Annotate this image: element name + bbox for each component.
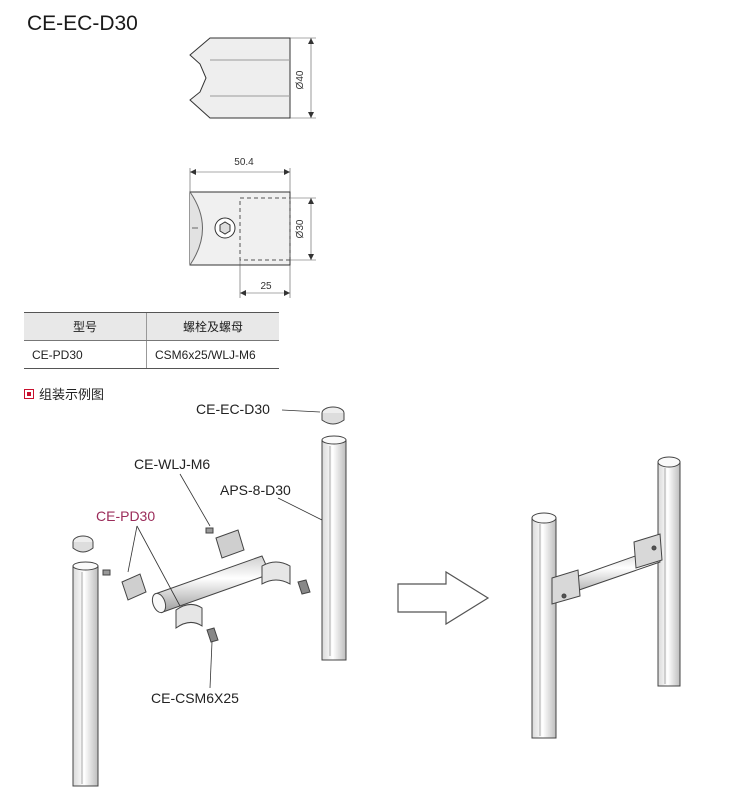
joint-parts	[102, 527, 311, 643]
dim-width: 50.4	[234, 157, 254, 168]
assembly-arrow	[397, 570, 490, 626]
bullet-icon	[24, 388, 34, 399]
table-header-bolt-nut: 螺栓及螺母	[146, 312, 279, 341]
cross-pipe	[151, 555, 271, 614]
end-cap-side-view	[189, 168, 316, 298]
end-cap-top-view	[189, 37, 316, 119]
dim-diameter-top: Ø40	[295, 70, 306, 89]
dim-depth: 25	[260, 281, 272, 292]
table-cell-bolt-nut: CSM6x25/WLJ-M6	[146, 340, 279, 369]
page-title: CE-EC-D30	[27, 12, 138, 35]
assembled-left-pipe	[531, 512, 557, 739]
label-bolt: CE-CSM6X25	[151, 690, 239, 706]
label-pipe: APS-8-D30	[220, 482, 291, 498]
table-row: CE-PD30 CSM6x25/WLJ-M6	[24, 340, 279, 369]
table-cell-model: CE-PD30	[24, 340, 147, 369]
section-title: 组装示例图	[39, 387, 105, 402]
label-end-cap: CE-EC-D30	[196, 401, 270, 417]
section-header: 组装示例图	[24, 384, 104, 403]
assembled-right-pipe	[657, 456, 681, 687]
leader-lines	[127, 409, 323, 689]
spec-table: 型号 螺栓及螺母 CE-PD30 CSM6x25/WLJ-M6	[24, 312, 279, 369]
label-nut: CE-WLJ-M6	[134, 456, 211, 472]
label-joint: CE-PD30	[96, 508, 156, 524]
table-header-model: 型号	[24, 312, 147, 341]
assembled-cross-pipe	[551, 533, 663, 605]
dim-diameter-side: Ø30	[295, 219, 306, 238]
upright-pipe	[321, 406, 347, 661]
left-pipe	[72, 535, 99, 787]
